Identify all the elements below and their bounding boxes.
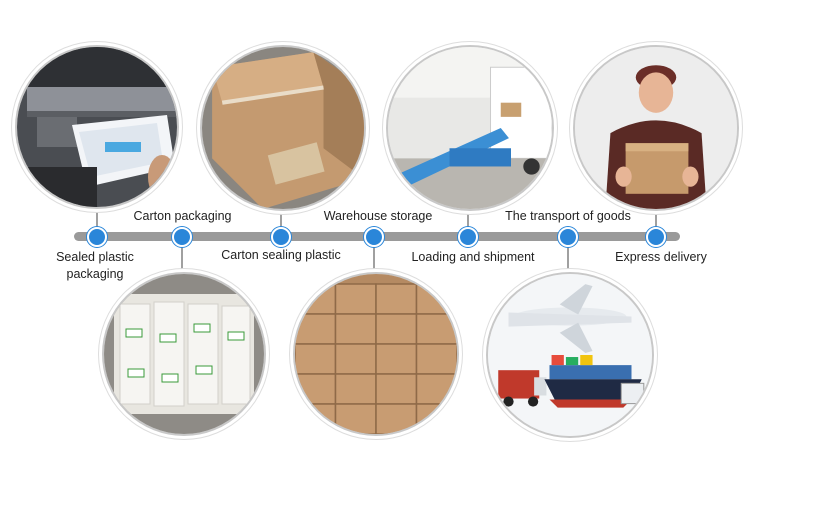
- stem-carton-packaging: [181, 244, 183, 290]
- loading-conveyor-photo: [386, 45, 554, 211]
- sealing-machine-photo: [15, 45, 179, 209]
- stem-sealed: [96, 202, 98, 230]
- stem-warehouse: [373, 244, 375, 280]
- plane-ship-truck-photo: [486, 272, 654, 438]
- step-dot-warehouse: [364, 227, 384, 247]
- step-dot-carton-packaging: [172, 227, 192, 247]
- step-dot-express: [646, 227, 666, 247]
- label-carton-sealing: Carton sealing plastic: [221, 248, 341, 262]
- label-transport-goods: The transport of goods: [505, 209, 631, 223]
- carton-box-photo: [200, 45, 366, 211]
- step-dot-transport: [558, 227, 578, 247]
- label-sealed-plastic-line1: Sealed plastic: [56, 250, 134, 264]
- label-loading-shipment: Loading and shipment: [411, 250, 535, 264]
- stacked-cartons-photo: [293, 272, 459, 436]
- stem-express: [655, 206, 657, 230]
- label-sealed-plastic-line2: packaging: [66, 267, 124, 281]
- label-warehouse-storage: Warehouse storage: [323, 209, 433, 223]
- bagged-cable-ties-photo: [102, 272, 266, 436]
- step-dot-sealed-plastic: [87, 227, 107, 247]
- stem-transport: [567, 244, 569, 272]
- label-carton-packaging: Carton packaging: [133, 209, 232, 223]
- step-dot-carton-sealing: [271, 227, 291, 247]
- delivery-man-photo: [573, 45, 739, 211]
- stem-carton-sealing: [280, 204, 282, 230]
- stem-loading: [467, 206, 469, 230]
- label-express-delivery: Express delivery: [615, 250, 707, 264]
- step-dot-loading: [458, 227, 478, 247]
- label-sealed-plastic: Sealed plastic packaging: [40, 250, 150, 281]
